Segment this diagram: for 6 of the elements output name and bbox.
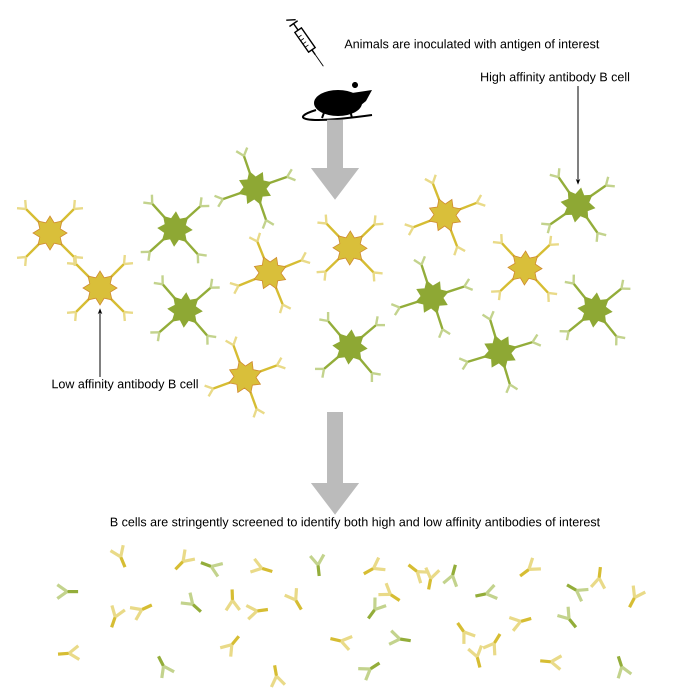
b-cell-drawing (541, 168, 615, 242)
caption-text: Animals are inoculated with antigen of interest (344, 39, 600, 51)
b-cell-drawing (66, 254, 134, 322)
caption-text: High affinity antibody B cell (481, 72, 630, 84)
caption-text: Low affinity antibody B cell (52, 379, 198, 391)
caption-text: B cells are stringently screened to identify both high and low affinity antibodies of interest (110, 517, 600, 529)
